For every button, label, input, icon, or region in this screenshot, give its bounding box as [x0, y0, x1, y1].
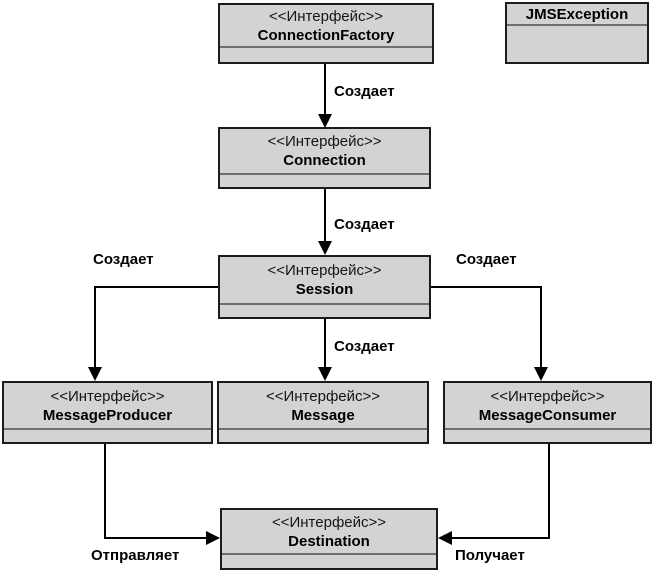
- class-name: Connection: [283, 152, 366, 169]
- stereotype-label: <<Интерфейс>>: [265, 387, 381, 405]
- edge-label-creates: Создает: [334, 216, 395, 233]
- edge-label-receives: Получает: [455, 547, 525, 564]
- stereotype-label: <<Интерфейс>>: [267, 262, 382, 279]
- edge-label-creates: Создает: [93, 251, 154, 268]
- stereotype-label: <<Интерфейс>>: [50, 387, 165, 405]
- class-title: JMSException: [507, 4, 647, 24]
- empty-compartment: [220, 46, 432, 62]
- class-name: Destination: [288, 532, 370, 550]
- arrowhead-down-icon: [534, 367, 548, 381]
- class-title: <<Интерфейс>> MessageConsumer: [445, 383, 650, 428]
- edge-label-creates: Создает: [334, 338, 395, 355]
- class-name: MessageConsumer: [478, 406, 617, 424]
- empty-compartment: [220, 303, 429, 317]
- class-name: JMSException: [525, 5, 629, 23]
- edge-label-creates: Создает: [334, 83, 395, 100]
- arrowhead-down-icon: [318, 114, 332, 128]
- class-box-jmsexception: JMSException: [505, 2, 649, 64]
- arrowhead-left-icon: [438, 531, 452, 545]
- class-title: <<Интерфейс>> Message: [219, 383, 427, 428]
- class-box-messageproducer: <<Интерфейс>> MessageProducer: [2, 381, 213, 444]
- empty-compartment: [220, 173, 429, 187]
- class-box-message: <<Интерфейс>> Message: [217, 381, 429, 444]
- class-name: Session: [295, 281, 354, 298]
- edge-session-to-consumer: [430, 286, 542, 367]
- edge-consumer-to-destination: [452, 444, 550, 539]
- empty-compartment: [219, 428, 427, 442]
- edge-session-to-producer: [94, 286, 218, 367]
- class-box-messageconsumer: <<Интерфейс>> MessageConsumer: [443, 381, 652, 444]
- class-title: <<Интерфейс>> MessageProducer: [4, 383, 211, 428]
- class-title: <<Интерфейс>> Session: [220, 257, 429, 303]
- arrowhead-down-icon: [318, 367, 332, 381]
- class-box-connection: <<Интерфейс>> Connection: [218, 127, 431, 189]
- class-title: <<Интерфейс>> ConnectionFactory: [220, 5, 432, 46]
- empty-compartment: [4, 428, 211, 442]
- arrowhead-down-icon: [88, 367, 102, 381]
- empty-compartment: [507, 24, 647, 62]
- stereotype-label: <<Интерфейс>>: [268, 7, 384, 25]
- edge-label-creates: Создает: [456, 251, 517, 268]
- class-box-connectionfactory: <<Интерфейс>> ConnectionFactory: [218, 3, 434, 64]
- class-name: ConnectionFactory: [257, 26, 395, 44]
- arrowhead-right-icon: [206, 531, 220, 545]
- class-box-destination: <<Интерфейс>> Destination: [220, 508, 438, 570]
- empty-compartment: [222, 553, 436, 568]
- class-box-session: <<Интерфейс>> Session: [218, 255, 431, 319]
- arrowhead-down-icon: [318, 241, 332, 255]
- stereotype-label: <<Интерфейс>>: [490, 387, 605, 405]
- stereotype-label: <<Интерфейс>>: [271, 513, 387, 531]
- class-title: <<Интерфейс>> Connection: [220, 129, 429, 173]
- stereotype-label: <<Интерфейс>>: [267, 133, 382, 150]
- edge-label-sends: Отправляет: [91, 547, 180, 564]
- edge-producer-to-destination: [104, 444, 206, 539]
- class-name: MessageProducer: [42, 406, 173, 424]
- empty-compartment: [445, 428, 650, 442]
- class-name: Message: [291, 406, 355, 424]
- class-title: <<Интерфейс>> Destination: [222, 510, 436, 553]
